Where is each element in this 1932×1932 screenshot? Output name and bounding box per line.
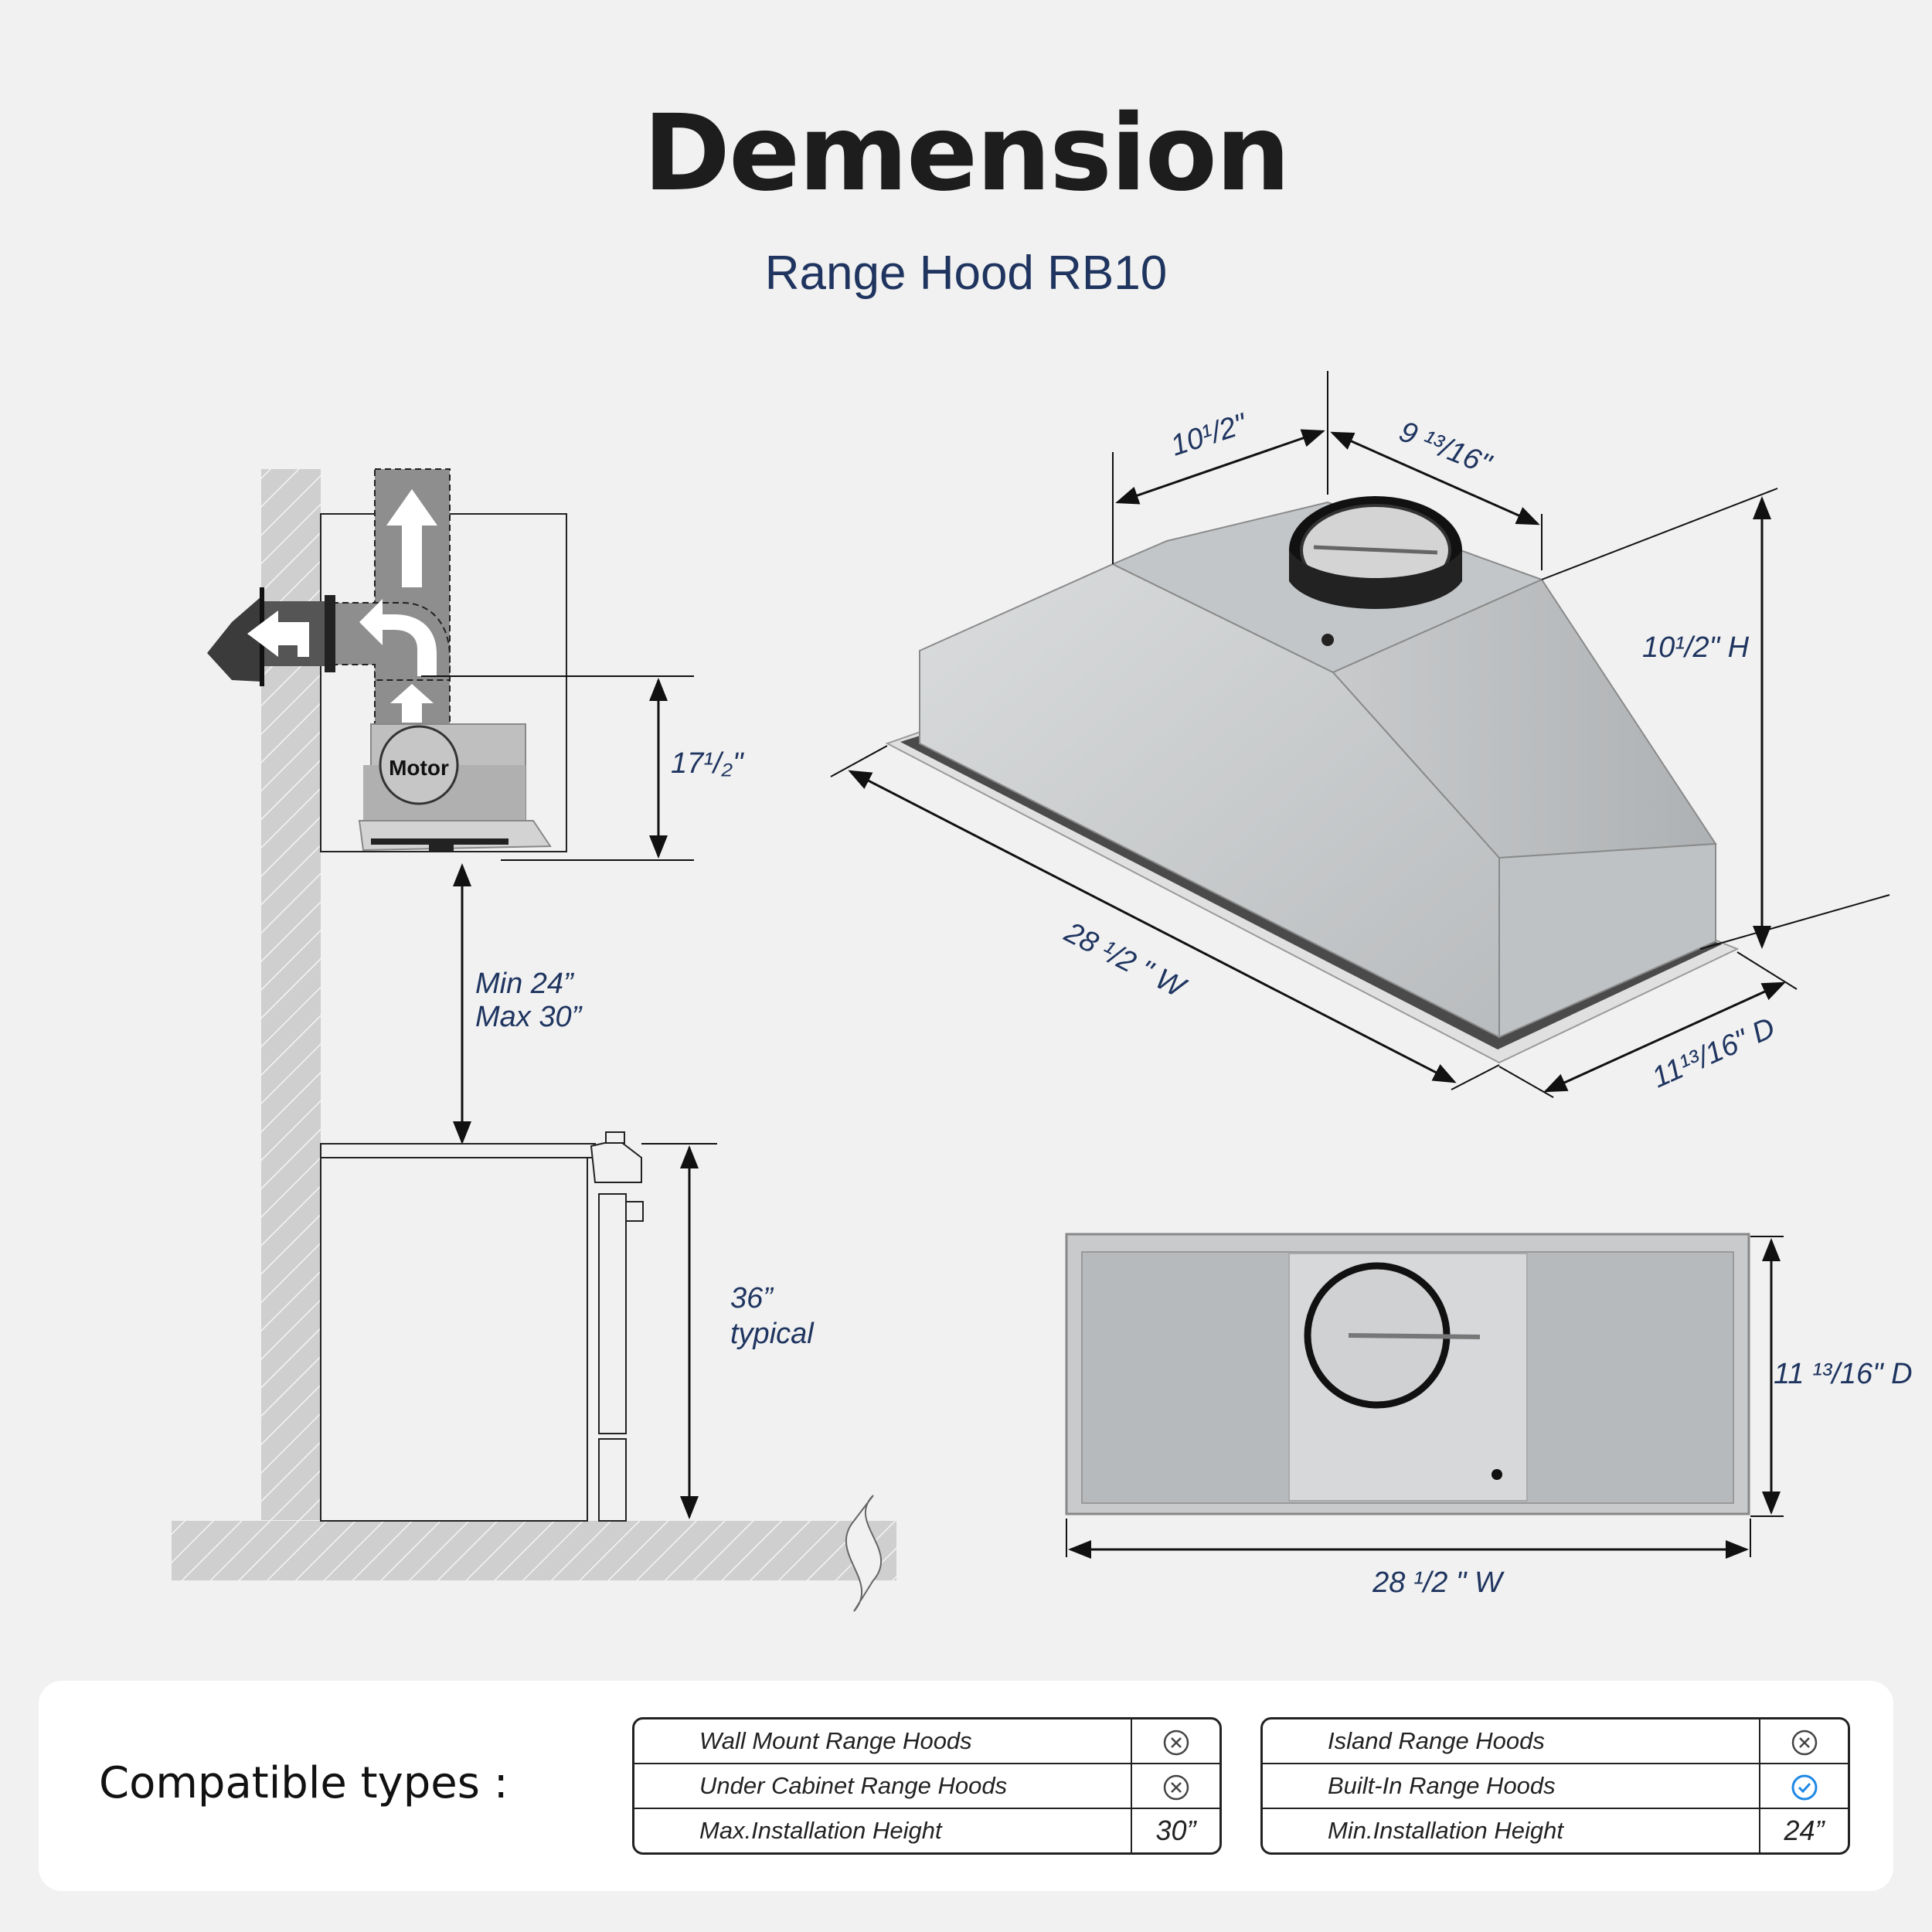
x-circle-icon bbox=[1791, 1730, 1817, 1756]
range-body bbox=[320, 1143, 588, 1522]
iso-height-label: 10¹/2" H bbox=[1642, 631, 1750, 664]
hood-height-label: 17¹/₂" bbox=[671, 747, 744, 780]
compat-table-right: Island Range Hoods Built-In Range Hoods … bbox=[1260, 1717, 1850, 1855]
iso-top-width-label: 9 ¹³/16" bbox=[1395, 415, 1496, 481]
small-up-arrow-icon bbox=[390, 684, 434, 723]
compat-type-name: Max.Installation Height bbox=[634, 1809, 1132, 1852]
motor-label: Motor bbox=[389, 756, 449, 780]
bottom-width-label: 28 ¹/2 " W bbox=[1372, 1566, 1505, 1599]
iso-top-depth-label: 10¹/2" bbox=[1167, 407, 1252, 462]
range-door bbox=[598, 1193, 627, 1434]
up-arrow-icon bbox=[386, 489, 437, 587]
max-height-value: 30” bbox=[1155, 1815, 1196, 1846]
bottom-view: 11 ¹³/16" D 28 ¹/2 " W bbox=[1065, 1233, 1913, 1599]
check-circle-icon bbox=[1791, 1774, 1817, 1801]
page-title: Demension bbox=[643, 93, 1291, 215]
clearance-min-label: Min 24” bbox=[475, 968, 575, 1000]
x-circle-icon bbox=[1163, 1730, 1189, 1756]
compat-type-value bbox=[1132, 1764, 1219, 1809]
table-row: Island Range Hoods bbox=[1263, 1719, 1848, 1764]
motor-icon bbox=[379, 725, 459, 805]
x-circle-icon bbox=[1163, 1775, 1189, 1801]
min-height-value: 24” bbox=[1784, 1815, 1825, 1846]
duct-collar bbox=[325, 595, 335, 672]
left-arrow-icon bbox=[247, 611, 309, 657]
range-top bbox=[320, 1143, 596, 1158]
floor-break bbox=[845, 1495, 883, 1612]
compat-type-value bbox=[1760, 1719, 1848, 1764]
floor bbox=[172, 1521, 896, 1580]
turn-arrow-icon bbox=[359, 599, 437, 676]
compat-table-left: Wall Mount Range Hoods Under Cabinet Ran… bbox=[632, 1717, 1222, 1855]
compat-type-name: Built-In Range Hoods bbox=[1263, 1764, 1760, 1809]
iso-view: 10¹/2" 9 ¹³/16" 10¹/2" H 28 ¹/2 " W 11¹³… bbox=[830, 371, 1890, 1098]
compat-type-name: Min.Installation Height bbox=[1263, 1809, 1760, 1852]
table-row: Under Cabinet Range Hoods bbox=[634, 1764, 1219, 1809]
table-row: Max.Installation Height 30” bbox=[634, 1809, 1219, 1852]
counter-note-label: typical bbox=[730, 1318, 815, 1350]
page-subtitle: Range Hood RB10 bbox=[764, 247, 1168, 300]
compat-type-name: Under Cabinet Range Hoods bbox=[634, 1764, 1132, 1809]
compat-type-value bbox=[1760, 1764, 1848, 1809]
iso-depth-label: 11¹³/16" D bbox=[1648, 1012, 1781, 1094]
compat-type-value bbox=[1132, 1719, 1219, 1764]
compatible-types-panel: Compatible types : Wall Mount Range Hood… bbox=[39, 1681, 1893, 1891]
table-row: Min.Installation Height 24” bbox=[1263, 1809, 1848, 1852]
iso-width-label: 28 ¹/2 " W bbox=[1059, 916, 1192, 1005]
compat-type-name: Wall Mount Range Hoods bbox=[634, 1719, 1132, 1764]
bottom-depth-label: 11 ¹³/16" D bbox=[1774, 1358, 1913, 1390]
table-row: Built-In Range Hoods bbox=[1263, 1764, 1848, 1809]
side-view: Motor 17¹/₂" Min 24” Max 30” 36” typical bbox=[172, 468, 896, 1612]
table-row: Wall Mount Range Hoods bbox=[634, 1719, 1219, 1764]
compatible-types-label: Compatible types : bbox=[99, 1758, 509, 1808]
exhaust-cap bbox=[207, 597, 261, 682]
counter-height-label: 36” bbox=[730, 1282, 774, 1315]
clearance-max-label: Max 30” bbox=[475, 1001, 583, 1033]
compat-type-name: Island Range Hoods bbox=[1263, 1719, 1760, 1764]
hood-base bbox=[358, 820, 552, 852]
